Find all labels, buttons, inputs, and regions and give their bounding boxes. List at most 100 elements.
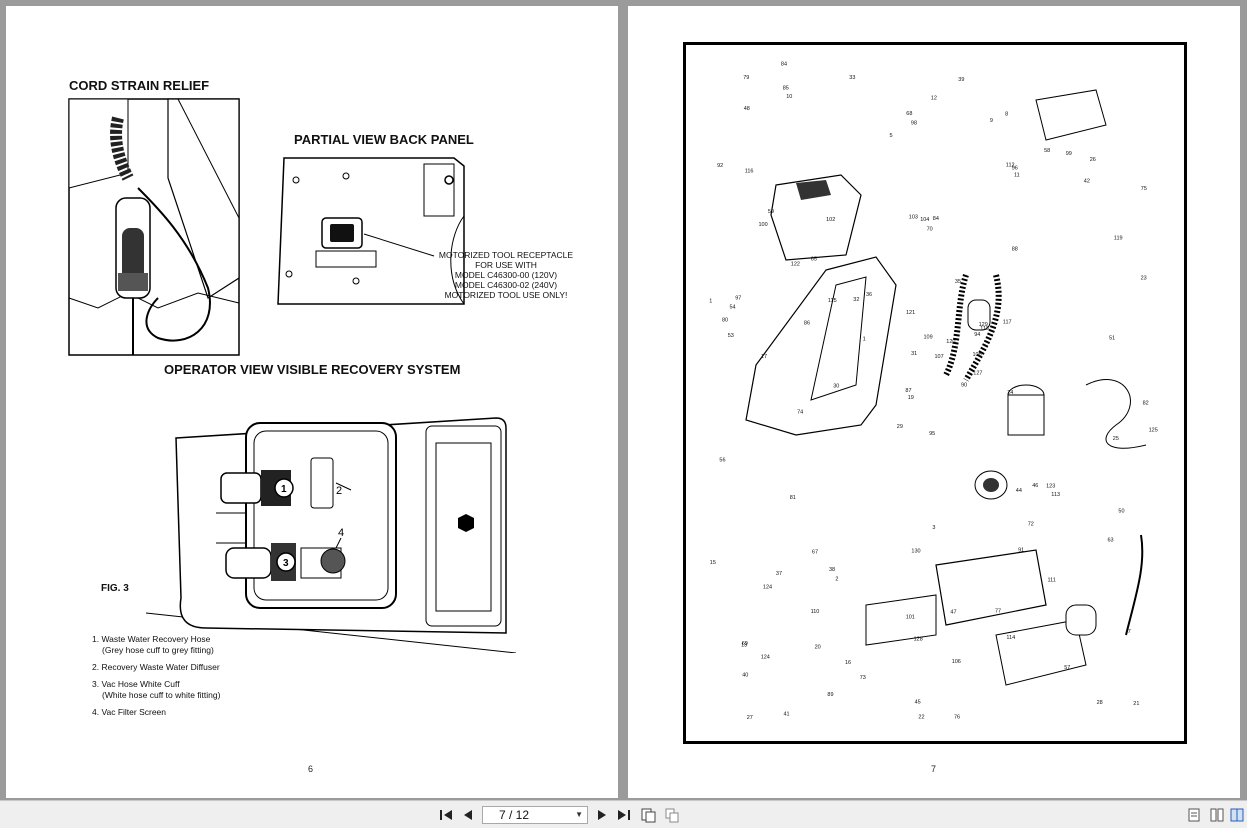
part-number-label: 98 <box>911 121 917 127</box>
partial-view-title: PARTIAL VIEW BACK PANEL <box>294 132 474 147</box>
chevron-down-icon: ▼ <box>575 810 583 819</box>
two-page-icon[interactable] <box>1209 807 1225 823</box>
legend-list: 1. Waste Water Recovery Hose(Grey hose c… <box>92 634 220 724</box>
cord-strain-relief-title: CORD STRAIN RELIEF <box>69 78 210 93</box>
part-number-label: 117 <box>1003 319 1012 325</box>
part-number-label: 116 <box>745 169 754 175</box>
part-number-label: 47 <box>950 609 956 615</box>
part-number-label: 41 <box>784 712 790 718</box>
next-page-icon[interactable] <box>594 807 610 823</box>
back-panel-illustration <box>277 157 465 305</box>
part-number-label: 70 <box>927 226 933 232</box>
part-number-label: 42 <box>1084 179 1090 185</box>
fit-page-icon[interactable] <box>1229 807 1245 823</box>
part-number-label: 22 <box>918 715 924 721</box>
part-number-label: 17 <box>761 354 767 360</box>
part-number-label: 63 <box>1108 537 1114 543</box>
part-number-label: 82 <box>1143 401 1149 407</box>
part-number-label: 51 <box>1109 335 1115 341</box>
part-number-label: 76 <box>954 714 960 720</box>
part-number-label: 108 <box>973 352 982 358</box>
part-number-label: 91 <box>1018 548 1024 554</box>
part-number-label: 1 <box>863 336 866 342</box>
part-number-label: 68 <box>906 111 912 117</box>
part-number-label: 3 <box>932 525 935 531</box>
fit-width-icon[interactable] <box>1186 807 1202 823</box>
part-number-label: 46 <box>1032 483 1038 489</box>
part-number-label: 39 <box>958 77 964 83</box>
part-number-label: 101 <box>906 614 915 620</box>
continuous-icon[interactable] <box>664 807 680 823</box>
part-number-label: 56 <box>719 457 725 463</box>
part-number-label: 38 <box>829 567 835 573</box>
part-number-label: 20 <box>815 645 821 651</box>
part-number-label: 77 <box>995 609 1001 615</box>
part-number-label: 50 <box>1118 508 1124 514</box>
part-number-label: 26 <box>1090 157 1096 163</box>
receptacle-line-5: MOTORIZED TOOL USE ONLY! <box>444 290 568 300</box>
legend-sub: (Grey hose cuff to grey fitting) <box>102 645 214 655</box>
legend-main: 1. Waste Water Recovery Hose <box>92 634 211 644</box>
part-number-label: 109 <box>924 335 933 341</box>
part-number-label: 110 <box>811 609 820 615</box>
part-number-label: 118 <box>980 326 989 332</box>
part-number-label: 119 <box>1114 236 1123 242</box>
part-number-label: 31 <box>911 351 917 357</box>
part-number-label: 24 <box>1007 390 1013 396</box>
part-number-label: 121 <box>906 310 915 316</box>
part-number-label: 7 <box>1128 629 1131 635</box>
part-number-label: 130 <box>911 549 920 555</box>
part-number-label: 65 <box>811 256 817 262</box>
legend-item: 3. Vac Hose White Cuff(White hose cuff t… <box>92 679 220 701</box>
part-number-label: 8 <box>1005 112 1008 118</box>
part-number-label: 123 <box>1046 484 1055 490</box>
part-number-label: 124 <box>761 654 770 660</box>
legend-item: 1. Waste Water Recovery Hose(Grey hose c… <box>92 634 220 656</box>
part-number-label: 28 <box>1097 700 1103 706</box>
part-number-label: 67 <box>812 549 818 555</box>
legend-item: 2. Recovery Waste Water Diffuser <box>92 662 220 673</box>
first-page-icon[interactable] <box>438 807 454 823</box>
part-number-label: 9 <box>990 118 993 124</box>
fig-3-label: FIG. 3 <box>101 583 129 594</box>
part-number-label: 111 <box>1048 577 1056 583</box>
part-number-label: 120 <box>946 339 955 345</box>
part-number-label: 85 <box>783 86 789 92</box>
part-number-label: 19 <box>908 395 914 401</box>
part-number-label: 58 <box>1044 148 1050 154</box>
part-number-label: 92 <box>717 163 723 169</box>
part-number-label: 81 <box>790 495 796 501</box>
part-number-label: 23 <box>1141 276 1147 282</box>
viewer-toolbar: 7 / 12 ▼ <box>0 800 1247 828</box>
part-number-label: 30 <box>833 383 839 389</box>
receptacle-line-2: FOR USE WITH <box>475 260 537 270</box>
part-number-label: 53 <box>728 333 734 339</box>
part-number-label: 59 <box>768 209 774 215</box>
legend-item: 4. Vac Filter Screen <box>92 707 220 718</box>
last-page-icon[interactable] <box>616 807 632 823</box>
legend-main: 4. Vac Filter Screen <box>92 707 167 717</box>
prev-page-icon[interactable] <box>460 807 476 823</box>
part-number-label: 103 <box>909 215 918 221</box>
operator-view-title: OPERATOR VIEW VISIBLE RECOVERY SYSTEM <box>164 362 461 377</box>
part-number-label: 35 <box>955 279 961 285</box>
document-viewer: CORD STRAIN RELIEF PARTIAL VIEW BACK PAN… <box>6 6 1240 798</box>
part-number-label: 73 <box>860 675 866 681</box>
part-number-label: 10 <box>786 94 792 100</box>
exploded-parts-diagram: 9510019699428849690102117752988411033537… <box>709 62 1158 721</box>
part-number-label: 40 <box>742 672 748 678</box>
cord-strain-relief-illustration <box>68 98 240 356</box>
part-number-label: 115 <box>828 298 837 304</box>
part-number-label: 15 <box>710 560 716 566</box>
single-page-icon[interactable] <box>640 807 656 823</box>
legend-main: 2. Recovery Waste Water Diffuser <box>92 662 220 672</box>
receptacle-line-3: MODEL C46300-00 (120V) <box>454 270 558 280</box>
receptacle-line-1: MOTORIZED TOOL RECEPTACLE <box>438 250 574 260</box>
part-number-label: 86 <box>804 321 810 327</box>
legend-sub: (White hose cuff to white fitting) <box>102 690 221 700</box>
part-number-label: 37 <box>776 571 782 577</box>
part-number-label: 33 <box>849 75 855 81</box>
page-number-select[interactable]: 7 / 12 ▼ <box>482 806 588 824</box>
